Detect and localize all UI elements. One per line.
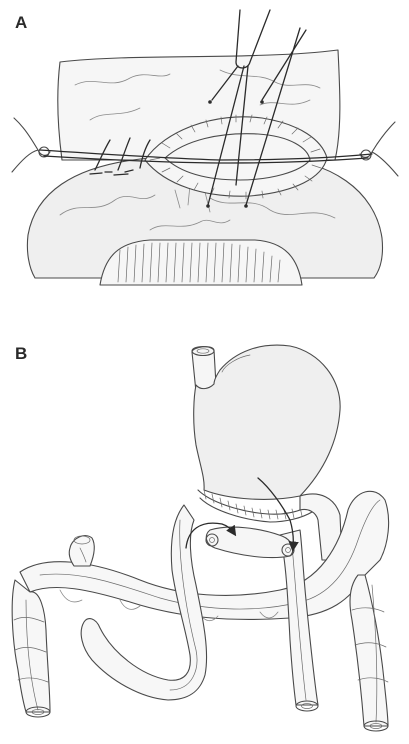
panel-b-drawing bbox=[12, 345, 388, 731]
jejunojejunostomy-site bbox=[206, 527, 293, 557]
right-retractor bbox=[360, 122, 398, 176]
panel-a-drawing bbox=[12, 10, 398, 285]
descending-colon bbox=[350, 575, 388, 726]
left-retractor bbox=[12, 118, 50, 172]
ascending-colon bbox=[12, 580, 50, 712]
stomach bbox=[194, 345, 340, 499]
